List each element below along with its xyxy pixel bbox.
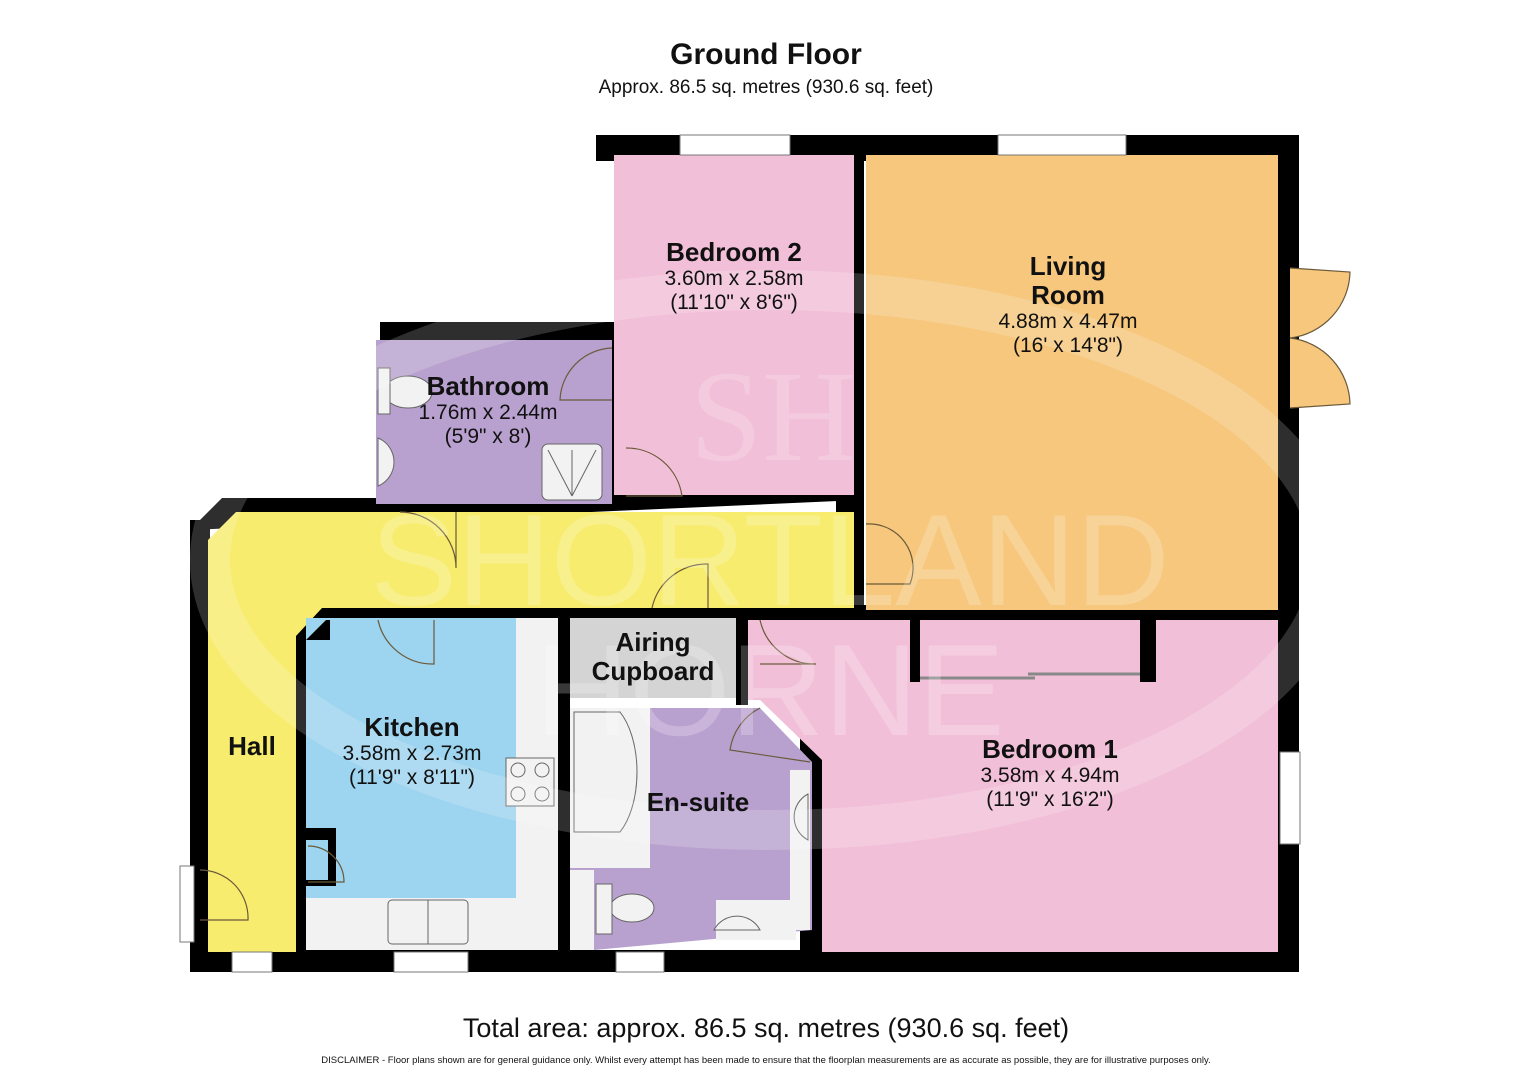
label-bathroom: Bathroom 1.76m x 2.44m (5'9" x 8') <box>388 371 588 448</box>
label-ensuite: En-suite <box>620 787 776 817</box>
doors <box>199 267 1351 921</box>
room-bedroom2 <box>614 155 854 495</box>
disclaimer: DISCLAIMER - Floor plans shown are for g… <box>321 1055 1211 1066</box>
room-dim-imperial: (11'10" x 8'6") <box>670 290 798 314</box>
room-name: Kitchen <box>364 712 460 742</box>
room-name: Bathroom <box>426 371 550 401</box>
total-area: Total area: approx. 86.5 sq. metres (930… <box>462 1013 1070 1043</box>
room-name-line1: Airing <box>615 627 691 657</box>
room-name: Bedroom 1 <box>982 734 1118 764</box>
wardrobe <box>910 620 1156 682</box>
label-living-room: Living Room 4.88m x 4.47m (16' x 14'8") <box>968 251 1168 357</box>
room-name-line2: Room <box>1031 280 1105 311</box>
windows <box>179 134 1301 973</box>
room-dim-metric: 3.60m x 2.58m <box>664 267 804 291</box>
ensuite-toilet-icon <box>609 893 655 923</box>
room-kitchen <box>306 618 516 898</box>
fixtures <box>377 367 809 945</box>
room-name-line1: Living <box>1029 251 1107 281</box>
room-living-room <box>866 155 1278 610</box>
room-dim-imperial: (11'9" x 16'2") <box>986 787 1114 811</box>
label-kitchen: Kitchen 3.58m x 2.73m (11'9" x 8'11") <box>312 712 512 789</box>
floor-area-subtitle: Approx. 86.5 sq. metres (930.6 sq. feet) <box>598 77 934 98</box>
room-dim-metric: 3.58m x 2.73m <box>342 742 482 766</box>
bath-icon <box>573 711 638 833</box>
room-name: En-suite <box>646 787 750 817</box>
room-dim-imperial: (16' x 14'8") <box>1012 333 1124 357</box>
room-name: Hall <box>228 731 276 761</box>
room-dim-metric: 4.88m x 4.47m <box>998 310 1138 334</box>
label-bedroom1: Bedroom 1 3.58m x 4.94m (11'9" x 16'2") <box>940 734 1160 811</box>
room-dim-imperial: (5'9" x 8') <box>444 424 532 448</box>
ensuite-basin-icon <box>793 793 809 841</box>
label-bedroom2: Bedroom 2 3.60m x 2.58m (11'10" x 8'6") <box>614 237 854 314</box>
floor-title: Ground Floor <box>670 38 862 71</box>
basin-icon <box>377 437 395 487</box>
room-name: Bedroom 2 <box>666 237 802 267</box>
room-bedroom1 <box>748 620 1278 952</box>
room-name-line2: Cupboard <box>591 656 715 687</box>
room-dim-metric: 3.58m x 4.94m <box>980 764 1120 788</box>
room-dim-imperial: (11'9" x 8'11") <box>348 765 476 789</box>
label-airing-cupboard: Airing Cupboard <box>570 627 736 687</box>
room-dim-metric: 1.76m x 2.44m <box>418 401 558 425</box>
label-hall: Hall <box>208 731 296 761</box>
room-hall <box>208 512 854 952</box>
room-airing-cupboard <box>570 618 736 698</box>
